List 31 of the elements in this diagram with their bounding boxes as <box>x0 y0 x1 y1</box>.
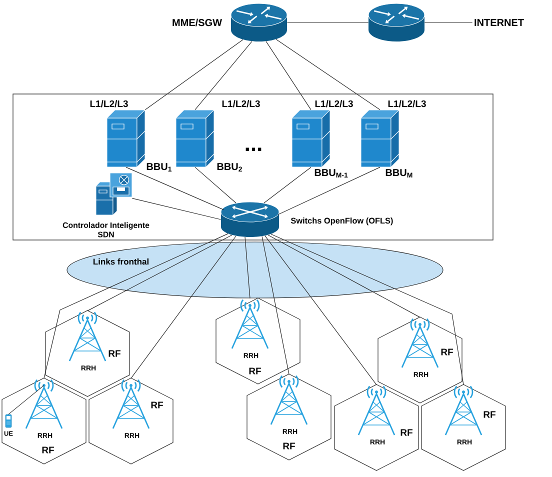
connection-line <box>268 234 420 318</box>
connection-line <box>87 234 232 312</box>
connection-line <box>132 198 222 220</box>
connection-line <box>126 166 224 210</box>
connection-line <box>424 22 473 23</box>
connection-line <box>44 233 228 379</box>
server-label: BBU$_{2}$ <box>217 163 242 172</box>
endpoint-label: INTERNET <box>474 19 524 26</box>
router-label: MME/SGW <box>172 18 222 26</box>
connection-line <box>264 166 312 204</box>
connection-line <box>270 234 464 386</box>
connection-line <box>194 41 252 110</box>
connection-line <box>278 166 380 215</box>
switch-label: Switchs OpenFlow (OFLS) <box>290 218 393 226</box>
layer-label: L1/L2/L3 <box>222 100 260 108</box>
layer-label: L1/L2/L3 <box>315 100 353 108</box>
router-icon <box>368 3 425 42</box>
connection-line <box>194 166 236 204</box>
connection-line <box>144 39 244 110</box>
server-label: BBU$_{M}$ <box>386 169 412 178</box>
ellipse-label: Links fronthal <box>93 258 148 265</box>
connection-line <box>244 236 250 299</box>
connection-line <box>286 22 369 23</box>
server-label: BBU$_{M-1}$ <box>314 169 348 178</box>
connection-line <box>262 236 290 375</box>
container-box <box>12 94 494 240</box>
connection-line <box>266 41 312 110</box>
layer-label: L1/L2/L3 <box>90 100 128 108</box>
server-label: BBU$_{1}$ <box>146 163 172 172</box>
layer-label: L1/L2/L3 <box>388 100 426 108</box>
ellipsis-label: ... <box>246 148 262 151</box>
